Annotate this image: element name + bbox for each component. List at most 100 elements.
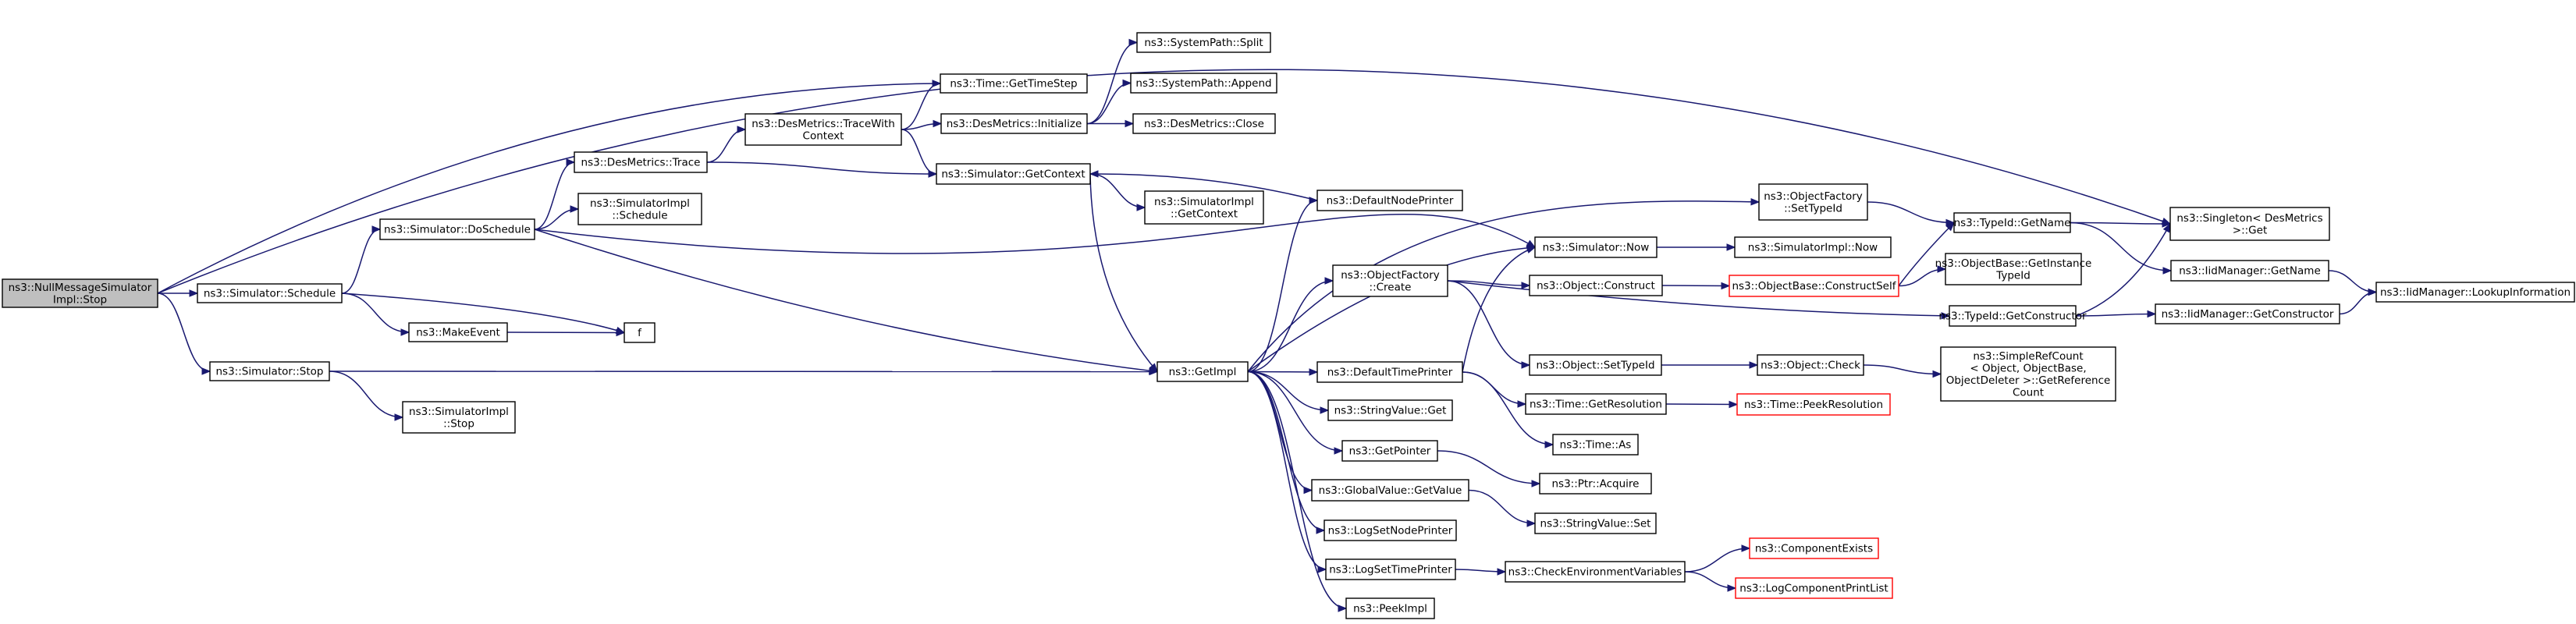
edge-arrowhead bbox=[201, 367, 211, 375]
edge-line bbox=[2075, 313, 2156, 317]
edge-arrowhead bbox=[1517, 400, 1527, 408]
node-peekimpl[interactable]: ns3::PeekImpl bbox=[1345, 597, 1435, 619]
node-iidlookup[interactable]: ns3::IidManager::LookupInformation bbox=[2375, 282, 2575, 303]
node-defnodeprinter[interactable]: ns3::DefaultNodePrinter bbox=[1316, 190, 1463, 211]
node-box bbox=[1552, 434, 1639, 456]
node-label: ns3::CheckEnvironmentVariables bbox=[1508, 566, 1682, 579]
edge-arrowhead bbox=[1125, 119, 1135, 128]
node-objconstruct[interactable]: ns3::Object::Construct bbox=[1529, 275, 1663, 296]
node-singleton[interactable]: ns3::Singleton< DesMetrics >::Get bbox=[2169, 207, 2330, 241]
edge-arrowhead bbox=[2162, 267, 2173, 275]
edge-line bbox=[157, 292, 211, 372]
node-box bbox=[2155, 303, 2340, 324]
node-objcheck[interactable]: ns3::Object::Check bbox=[1757, 354, 1864, 376]
node-strvalget[interactable]: ns3::StringValue::Get bbox=[1327, 399, 1453, 421]
edge-dminit-to-append bbox=[1086, 79, 1132, 125]
node-ofcreate[interactable]: ns3::ObjectFactory::Create bbox=[1332, 264, 1448, 297]
edge-getcontext-to-simimplgetctx bbox=[1089, 173, 1146, 211]
edge-typeidgetctor-to-singleton bbox=[2075, 222, 2171, 317]
edge-root-to-gettimestep bbox=[157, 80, 942, 294]
node-makeevent[interactable]: ns3::MakeEvent bbox=[408, 322, 508, 342]
node-simimplnow[interactable]: ns3::SimulatorImpl::Now bbox=[1734, 236, 1892, 258]
node-label: ns3::PeekImpl bbox=[1353, 603, 1427, 615]
node-compexists[interactable]: ns3::ComponentExists bbox=[1749, 537, 1879, 559]
node-label: ns3::GetPointer bbox=[1349, 445, 1431, 458]
edge-deftimeprinter-to-simnow bbox=[1462, 246, 1537, 373]
node-label: ns3::GlobalValue::GetValue bbox=[1319, 484, 1462, 497]
edge-gvgetvalue-to-strvalset bbox=[1468, 489, 1537, 527]
node-split[interactable]: ns3::SystemPath::Split bbox=[1136, 32, 1271, 53]
node-sched[interactable]: ns3::Simulator::Schedule bbox=[197, 283, 343, 303]
node-label: ns3::Simulator::DoSchedule bbox=[384, 224, 531, 236]
node-iidgetctor[interactable]: ns3::IidManager::GetConstructor bbox=[2155, 303, 2340, 324]
node-peekres[interactable]: ns3::Time::PeekResolution bbox=[1736, 393, 1891, 416]
edge-getimpl-to-logsetnode bbox=[1247, 370, 1326, 534]
node-box bbox=[197, 283, 343, 303]
node-dminit[interactable]: ns3::DesMetrics::Initialize bbox=[940, 113, 1088, 134]
node-simimplstop[interactable]: ns3::SimulatorImpl::Stop bbox=[402, 401, 516, 434]
node-box bbox=[1316, 361, 1463, 383]
node-f[interactable]: f bbox=[624, 322, 656, 343]
node-objsettypeid[interactable]: ns3::Object::SetTypeId bbox=[1529, 354, 1662, 376]
node-gvgetvalue[interactable]: ns3::GlobalValue::GetValue bbox=[1311, 479, 1469, 502]
edge-arrowhead bbox=[1320, 406, 1330, 414]
node-label: ns3::LogSetNodePrinter bbox=[1328, 525, 1453, 537]
edge-line bbox=[157, 69, 2171, 294]
node-label: ns3::Object::SetTypeId bbox=[1536, 360, 1654, 372]
node-dmtrace[interactable]: ns3::DesMetrics::Trace bbox=[574, 151, 708, 173]
edge-line bbox=[1247, 370, 1318, 373]
node-ptracquire[interactable]: ns3::Ptr::Acquire bbox=[1539, 473, 1652, 495]
node-typeidgetname[interactable]: ns3::TypeId::GetName bbox=[1953, 212, 2071, 233]
edge-dmtracectx-to-dminit bbox=[901, 119, 943, 130]
edge-arrowhead bbox=[1089, 170, 1099, 178]
edge-root-to-stop bbox=[157, 292, 211, 375]
node-label: ns3::TypeId::GetConstructor bbox=[1938, 310, 2087, 323]
node-simplerefcount[interactable]: ns3::SimpleRefCount< Object, ObjectBase,… bbox=[1940, 346, 2116, 402]
edge-arrowhead bbox=[1729, 400, 1739, 409]
edge-line bbox=[1437, 450, 1540, 484]
node-logsetnode[interactable]: ns3::LogSetNodePrinter bbox=[1324, 519, 1457, 541]
edge-getimpl-to-logsettime bbox=[1247, 370, 1327, 573]
edge-line bbox=[341, 292, 410, 333]
node-label: ns3::Time::GetResolution bbox=[1530, 399, 1662, 411]
node-box bbox=[2, 278, 158, 308]
node-checkenv[interactable]: ns3::CheckEnvironmentVariables bbox=[1505, 561, 1686, 583]
node-append[interactable]: ns3::SystemPath::Append bbox=[1130, 73, 1277, 94]
node-timegetres[interactable]: ns3::Time::GetResolution bbox=[1525, 393, 1667, 415]
node-label: ns3::DesMetrics::Initialize bbox=[947, 118, 1082, 130]
node-dmclose[interactable]: ns3::DesMetrics::Close bbox=[1132, 113, 1276, 134]
node-obconstructself[interactable]: ns3::ObjectBase::ConstructSelf bbox=[1729, 275, 1899, 297]
node-ofsettypeid[interactable]: ns3::ObjectFactory::SetTypeId bbox=[1758, 183, 1868, 221]
node-strvalset[interactable]: ns3::StringValue::Set bbox=[1534, 512, 1657, 534]
node-typeidgetctor[interactable]: ns3::TypeId::GetConstructor bbox=[1938, 305, 2087, 327]
node-gettimestep[interactable]: ns3::Time::GetTimeStep bbox=[940, 73, 1088, 94]
edge-arrowhead bbox=[189, 289, 199, 297]
node-simimplgetctx[interactable]: ns3::SimulatorImpl::GetContext bbox=[1144, 190, 1264, 225]
edge-arrowhead bbox=[932, 80, 942, 87]
node-label: ns3::StringValue::Set bbox=[1540, 518, 1651, 530]
node-label: Count bbox=[2013, 386, 2044, 399]
edge-stop-to-simimplstop bbox=[329, 370, 404, 421]
node-getimpl[interactable]: ns3::GetImpl bbox=[1157, 361, 1249, 382]
node-box bbox=[2375, 282, 2575, 303]
node-logcompprint[interactable]: ns3::LogComponentPrintList bbox=[1735, 577, 1893, 599]
edge-arrowhead bbox=[2162, 220, 2172, 228]
node-box bbox=[1529, 354, 1662, 376]
node-iidgetname[interactable]: ns3::IidManager::GetName bbox=[2170, 260, 2329, 282]
node-getcontext[interactable]: ns3::Simulator::GetContext bbox=[936, 163, 1091, 185]
node-logsettime[interactable]: ns3::LogSetTimePrinter bbox=[1325, 558, 1456, 580]
node-deftimeprinter[interactable]: ns3::DefaultTimePrinter bbox=[1316, 361, 1463, 383]
node-getpointer[interactable]: ns3::GetPointer bbox=[1341, 440, 1438, 462]
edge-timegetres-to-peekres bbox=[1665, 400, 1739, 409]
node-box bbox=[408, 322, 508, 342]
node-box bbox=[1534, 512, 1657, 534]
node-dosched[interactable]: ns3::Simulator::DoSchedule bbox=[379, 218, 535, 240]
node-timeas[interactable]: ns3::Time::As bbox=[1552, 434, 1639, 456]
node-simimplsched[interactable]: ns3::SimulatorImpl::Schedule bbox=[577, 193, 702, 225]
node-stop[interactable]: ns3::Simulator::Stop bbox=[209, 361, 330, 381]
node-simnow[interactable]: ns3::Simulator::Now bbox=[1534, 236, 1658, 258]
node-label: f bbox=[638, 327, 642, 339]
